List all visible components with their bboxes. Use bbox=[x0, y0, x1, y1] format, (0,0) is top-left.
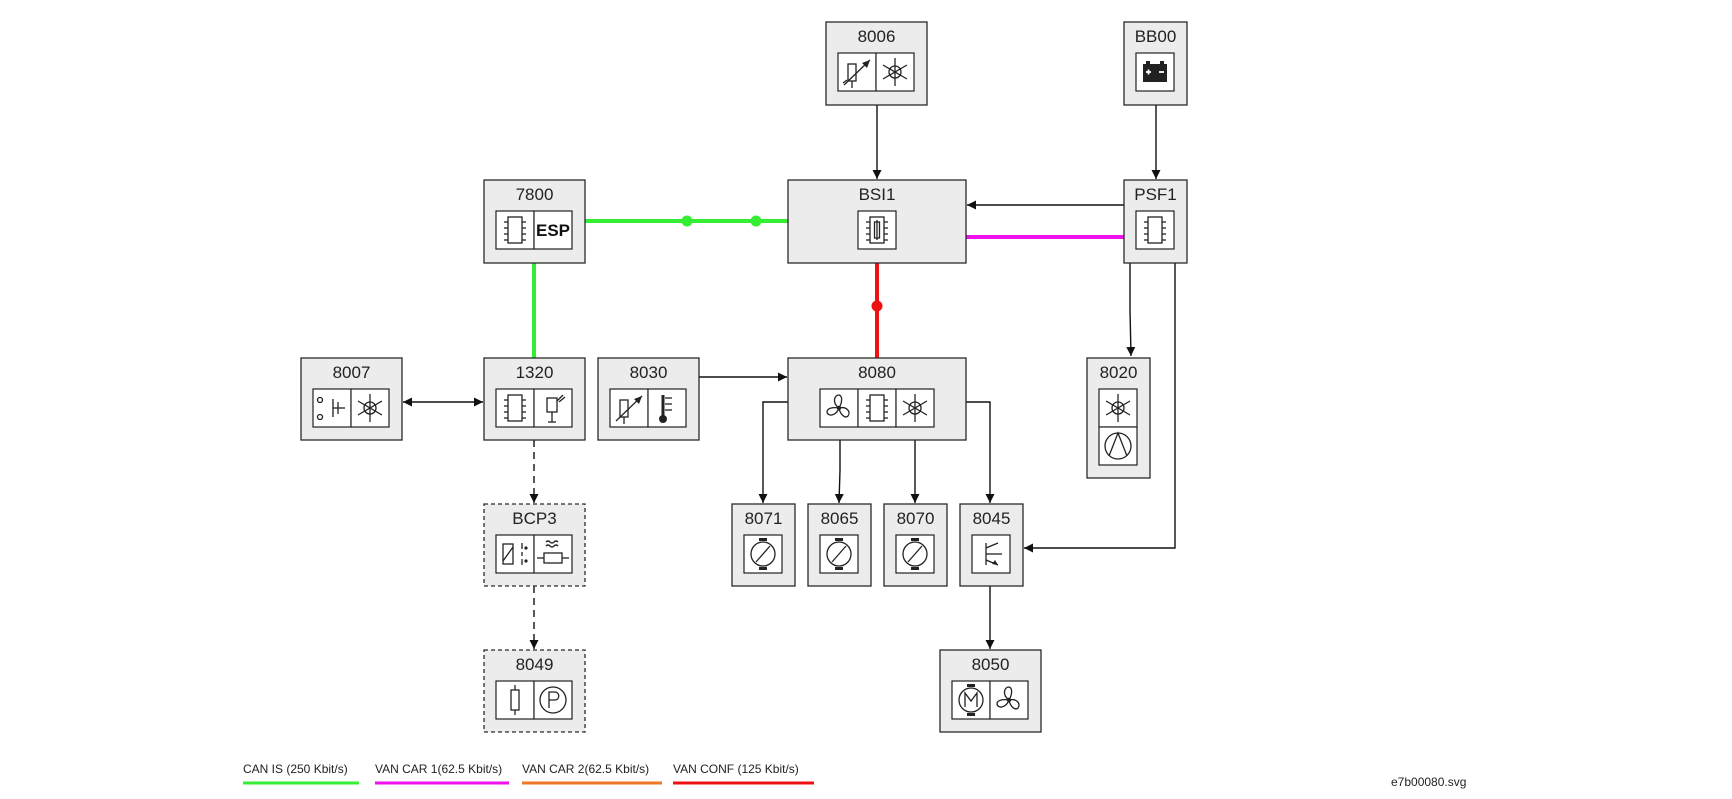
van-conf-node-dot bbox=[871, 300, 883, 312]
ecu-chip-icon bbox=[1135, 210, 1175, 250]
component-label: 8050 bbox=[972, 655, 1010, 674]
component-bsi1: BSI1 bbox=[787, 179, 967, 264]
esp-icon: ESP bbox=[533, 210, 573, 250]
component-label: 8030 bbox=[630, 363, 668, 382]
arrow-8080-to-8071 bbox=[758, 401, 788, 503]
thermometer-icon bbox=[647, 388, 687, 428]
component-label: 7800 bbox=[516, 185, 554, 204]
component-label: 8007 bbox=[333, 363, 371, 382]
component-label: 8006 bbox=[858, 27, 896, 46]
snowflake-icon bbox=[875, 52, 915, 92]
component-label: 8045 bbox=[973, 509, 1011, 528]
component-label: 8049 bbox=[516, 655, 554, 674]
component-8006: 8006 bbox=[825, 21, 928, 106]
fan-icon bbox=[989, 680, 1029, 720]
snowflake-icon bbox=[350, 388, 390, 428]
ecu-chip-icon bbox=[857, 388, 897, 428]
component-label: 8065 bbox=[821, 509, 859, 528]
switch-icon bbox=[312, 388, 352, 428]
component-8045: 8045 bbox=[959, 503, 1024, 587]
injector-icon bbox=[533, 388, 573, 428]
motor-icon bbox=[951, 680, 991, 720]
component-1320: 1320 bbox=[483, 357, 586, 441]
component-label: BB00 bbox=[1135, 27, 1177, 46]
can-is-node-dot bbox=[681, 215, 693, 227]
connectors bbox=[403, 105, 1176, 649]
component-label: 8020 bbox=[1100, 363, 1138, 382]
can-is-node-dot bbox=[750, 215, 762, 227]
ecu-chip-icon bbox=[495, 210, 535, 250]
flap-motor-icon bbox=[743, 534, 783, 574]
bus-lines bbox=[532, 215, 1124, 358]
component-label: BSI1 bbox=[859, 185, 896, 204]
fan-icon bbox=[819, 388, 859, 428]
component-8030: 8030 bbox=[597, 357, 700, 441]
snowflake-icon bbox=[1098, 388, 1138, 428]
ecu-chip-icon bbox=[495, 388, 535, 428]
component-label: 8071 bbox=[745, 509, 783, 528]
relay-icon bbox=[495, 534, 535, 574]
legend-label: VAN CONF (125 Kbit/s) bbox=[673, 762, 799, 776]
sensor-icon bbox=[837, 52, 877, 92]
component-label: 8080 bbox=[858, 363, 896, 382]
legend-item-can-is: CAN IS (250 Kbit/s) bbox=[243, 762, 359, 785]
component-7800: 7800 ESP bbox=[483, 179, 586, 264]
component-8020: 8020 bbox=[1086, 357, 1151, 479]
compressor-icon bbox=[1098, 426, 1138, 466]
flap-motor-icon bbox=[895, 534, 935, 574]
component-8007: 8007 bbox=[300, 357, 403, 441]
fuse-icon bbox=[495, 680, 535, 720]
component-8071: 8071 bbox=[731, 503, 796, 587]
flap-motor-icon bbox=[819, 534, 859, 574]
legend: CAN IS (250 Kbit/s) VAN CAR 1(62.5 Kbit/… bbox=[243, 762, 814, 785]
component-bcp3: BCP3 bbox=[483, 503, 586, 587]
component-8049: 8049 bbox=[483, 649, 586, 733]
file-name: e7b00080.svg bbox=[1391, 775, 1466, 789]
component-8050: 8050 bbox=[939, 649, 1042, 733]
component-8065: 8065 bbox=[807, 503, 872, 587]
arrow-8080-to-8065 bbox=[834, 440, 844, 504]
component-label: PSF1 bbox=[1134, 185, 1177, 204]
component-label: 1320 bbox=[516, 363, 554, 382]
heater-resistor-icon bbox=[533, 534, 573, 574]
component-label: 8070 bbox=[897, 509, 935, 528]
legend-item-van-car2: VAN CAR 2(62.5 Kbit/s) bbox=[522, 762, 662, 785]
power-module-icon bbox=[971, 534, 1011, 574]
legend-label: CAN IS (250 Kbit/s) bbox=[243, 762, 348, 776]
pump-icon bbox=[533, 680, 573, 720]
arrow-psf1-to-8020 bbox=[1126, 263, 1136, 357]
component-8080: 8080 bbox=[787, 357, 967, 441]
legend-label: VAN CAR 2(62.5 Kbit/s) bbox=[522, 762, 649, 776]
component-psf1: PSF1 bbox=[1123, 179, 1188, 264]
component-8070: 8070 bbox=[883, 503, 948, 587]
esp-text: ESP bbox=[536, 221, 570, 240]
arrow-psf1-to-8045 bbox=[1024, 263, 1176, 553]
arrow-8080-to-8045 bbox=[966, 401, 995, 503]
component-bb00: BB00 bbox=[1123, 21, 1188, 106]
battery-icon bbox=[1135, 52, 1175, 92]
legend-item-van-car1: VAN CAR 1(62.5 Kbit/s) bbox=[375, 762, 509, 785]
snowflake-icon bbox=[895, 388, 935, 428]
fuse-box-icon bbox=[857, 210, 897, 250]
component-label: BCP3 bbox=[512, 509, 556, 528]
legend-label: VAN CAR 1(62.5 Kbit/s) bbox=[375, 762, 502, 776]
legend-item-van-conf: VAN CONF (125 Kbit/s) bbox=[673, 762, 814, 785]
sensor-icon bbox=[609, 388, 649, 428]
